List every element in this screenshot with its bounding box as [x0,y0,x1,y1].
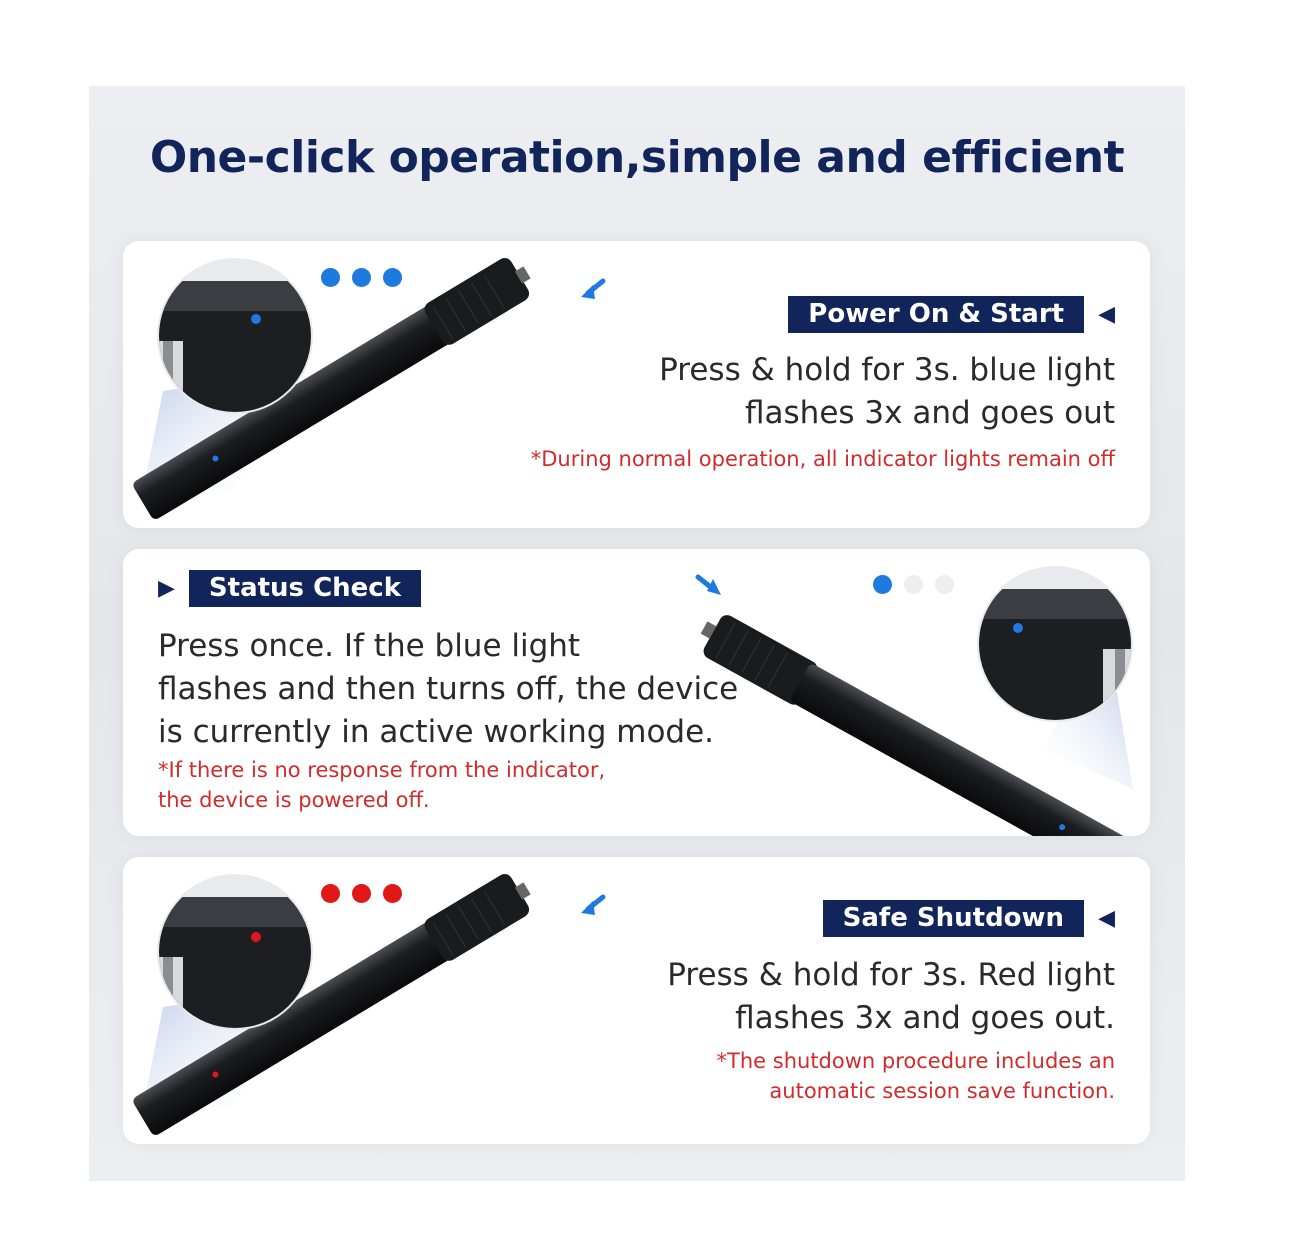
off-light-dot [935,575,954,594]
tag-row: Power On & Start ◀ [788,296,1115,333]
infographic-panel: One-click operation,simple and efficient [89,86,1185,1181]
note: *If there is no response from the indica… [158,758,606,812]
card-status-check: ▶ Status Check Press once. If the blue l… [123,549,1150,836]
note: *During normal operation, all indicator … [530,447,1115,471]
indicator-dots-blue [321,268,402,287]
description: Press & hold for 3s. Red light flashes 3… [667,957,1115,1036]
indicator-dots-status [873,575,954,594]
description: Press & hold for 3s. blue light flashes … [659,352,1115,431]
red-light-dot [321,884,340,903]
triangle-left-icon: ◀ [1098,905,1115,931]
blue-light-dot [352,268,371,287]
tag-row: Safe Shutdown ◀ [822,900,1115,937]
blue-light-dot [873,575,892,594]
red-light-dot [352,884,371,903]
triangle-right-icon: ▶ [158,575,175,601]
blue-light-dot [321,268,340,287]
section-tag: Safe Shutdown [822,900,1085,937]
section-tag: Status Check [188,570,422,607]
note: *The shutdown procedure includes an auto… [716,1049,1115,1103]
red-light-dot [383,884,402,903]
pen-device-icon [133,258,606,519]
card-power-on: Power On & Start ◀ Press & hold for 3s. … [123,241,1150,528]
page-title: One-click operation,simple and efficient [149,132,1125,183]
tag-row: ▶ Status Check [158,570,422,607]
section-tag: Power On & Start [788,296,1085,333]
card-safe-shutdown: Safe Shutdown ◀ Press & hold for 3s. Red… [123,857,1150,1144]
description: Press once. If the blue light flashes an… [158,628,739,750]
indicator-dots-red [321,884,402,903]
triangle-left-icon: ◀ [1098,301,1115,327]
off-light-dot [904,575,923,594]
pen-device-icon [695,566,1150,836]
blue-light-dot [383,268,402,287]
pen-device-icon [133,874,606,1135]
